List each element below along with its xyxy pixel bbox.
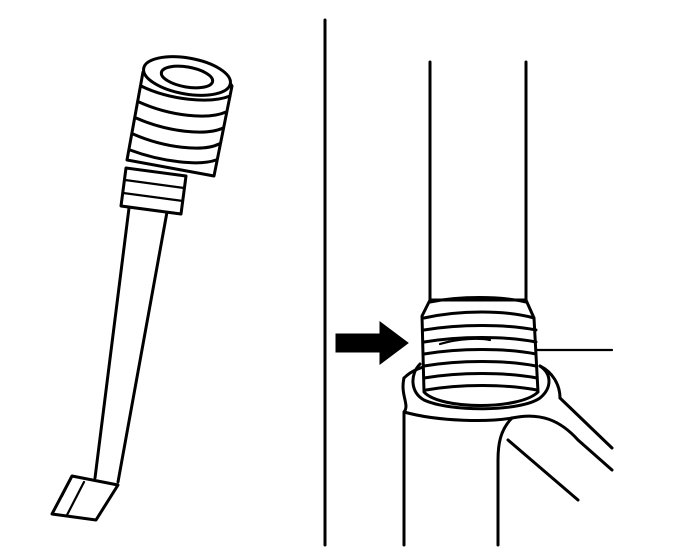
tube-threaded-section [420, 296, 540, 407]
direction-arrow [335, 321, 409, 365]
socket-recess [411, 362, 551, 411]
installation-panel [335, 60, 614, 547]
tube-shaft [428, 60, 528, 307]
tool-shank [93, 206, 169, 484]
tool-tip [50, 474, 120, 522]
tool-neck-collar [119, 166, 188, 216]
tool-panel [50, 55, 234, 522]
tool-head-opening [142, 55, 232, 97]
arrow-right-icon [335, 321, 409, 365]
